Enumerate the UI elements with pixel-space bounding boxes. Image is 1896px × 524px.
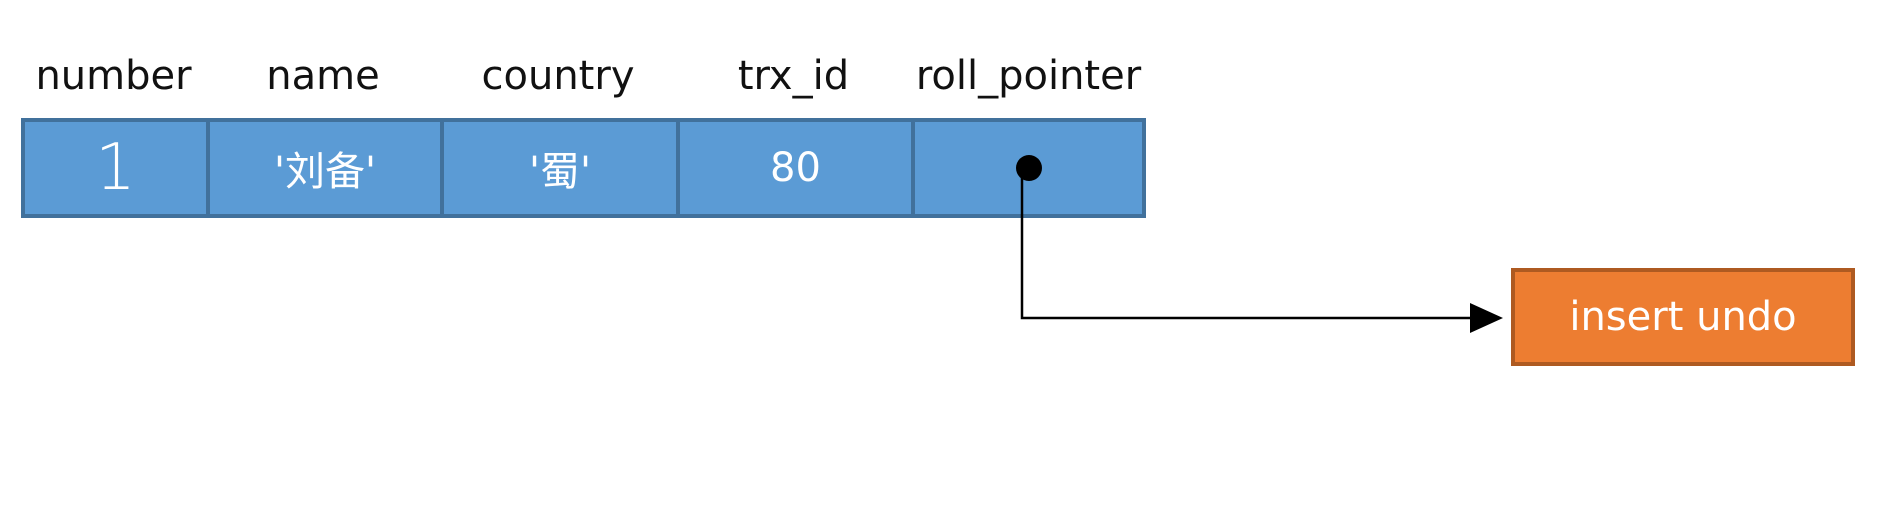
pointer-dot	[1015, 155, 1042, 181]
header-name: name	[266, 53, 380, 99]
header-country: country	[481, 53, 635, 99]
cell-country: '蜀'	[444, 122, 680, 214]
cell-roll-pointer	[915, 122, 1142, 214]
record-row: 1 '刘备' '蜀' 80	[21, 118, 1146, 218]
pointer-arrow-line	[1020, 170, 1470, 320]
header-trx-id: trx_id	[737, 53, 850, 99]
cell-number: 1	[25, 122, 210, 214]
cell-trx-id: 80	[680, 122, 915, 214]
header-number: number	[35, 53, 192, 99]
cell-name: '刘备'	[210, 122, 444, 214]
header-roll-pointer: roll_pointer	[915, 53, 1142, 99]
insert-undo-box: insert undo	[1511, 268, 1855, 366]
arrowhead-icon	[1470, 303, 1503, 333]
